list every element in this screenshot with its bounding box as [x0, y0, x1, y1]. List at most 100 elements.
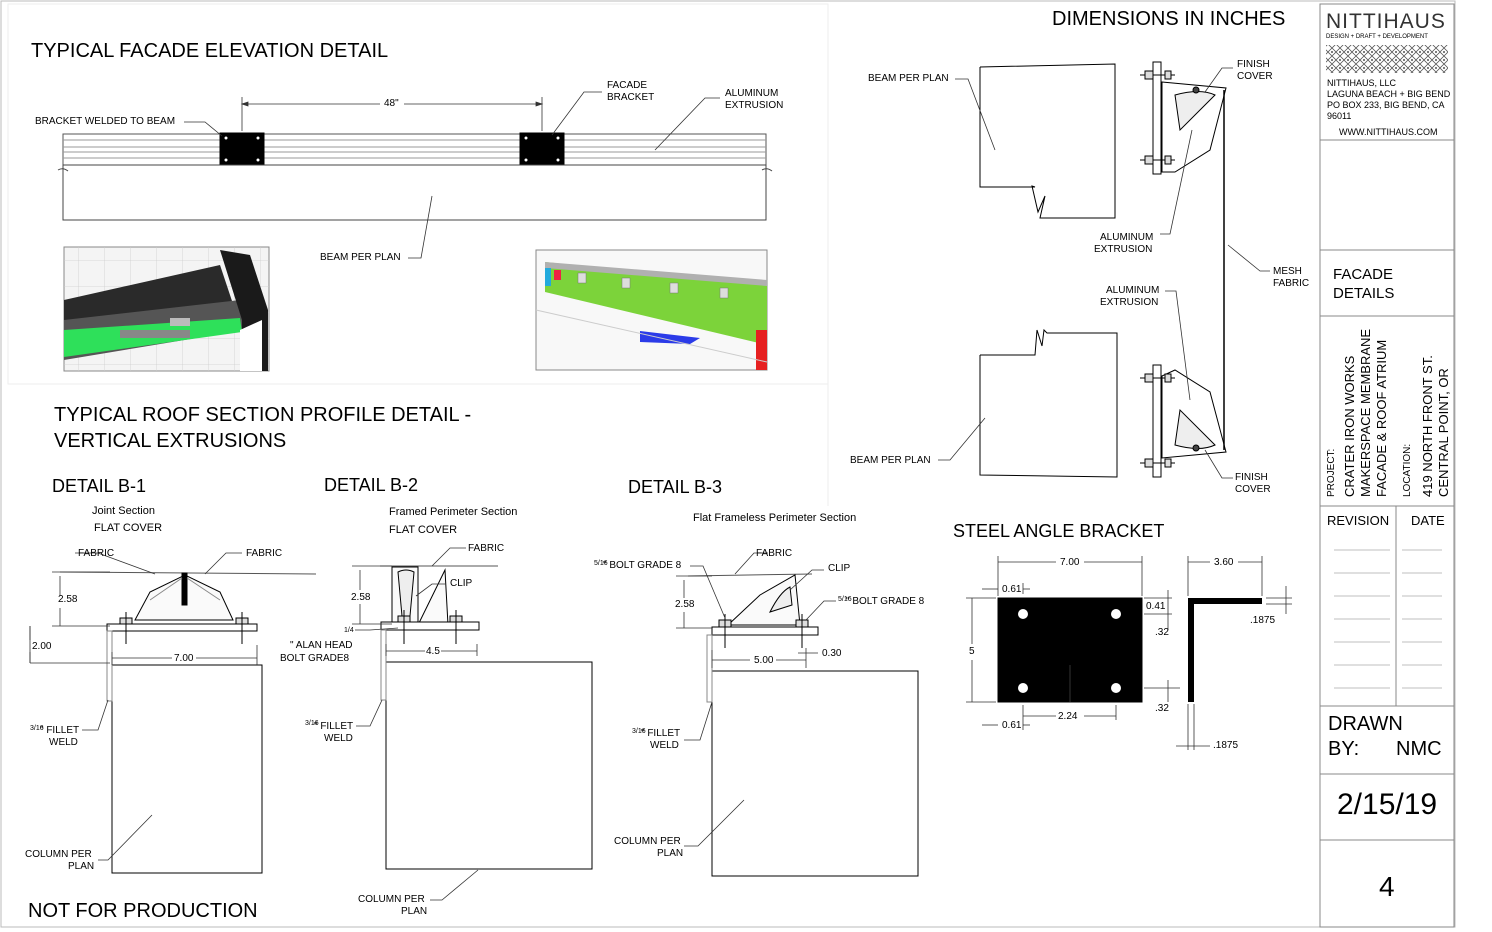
b3-column-2: PLAN: [657, 848, 684, 859]
heading-roof-section-1: TYPICAL ROOF SECTION PROFILE DETAIL -: [54, 404, 472, 426]
b2-dim-258: 2.58: [351, 592, 371, 603]
b3-dim-258: 2.58: [675, 599, 695, 610]
project-label: PROJECT:: [1326, 448, 1337, 497]
b3-weld-2: WELD: [650, 740, 679, 751]
company-website: WWW.NITTIHAUS.COM: [1339, 127, 1438, 137]
section-beam-top: [979, 63, 1116, 219]
label-finish-cover-top-1: FINISH: [1237, 59, 1270, 70]
bracket-dim-1875-bottom: .1875: [1213, 740, 1239, 751]
b3-weld-1: " FILLET: [641, 728, 681, 739]
title-block-frame: [1319, 3, 1455, 928]
section-plates: [1152, 61, 1227, 478]
drawing-date: 2/15/19: [1337, 788, 1438, 821]
bracket-dim-041: 0.41: [1146, 601, 1166, 612]
b3-column-1: COLUMN PER: [614, 836, 681, 847]
b3-dims: [676, 552, 836, 847]
bracket-dim-032-top: .32: [1155, 627, 1169, 638]
render-right: [535, 249, 768, 371]
b2-weld-2: WELD: [324, 733, 353, 744]
sheet-title-1: FACADE: [1333, 266, 1394, 283]
bracket-dim-032-bottom: .32: [1155, 703, 1169, 714]
b3-bolt-right: " BOLT GRADE 8: [846, 596, 925, 607]
sheet-title-2: DETAILS: [1333, 285, 1395, 302]
company-address-1: LAGUNA BEACH + BIG BEND: [1327, 89, 1451, 99]
label-finish-cover-top-2: COVER: [1237, 71, 1273, 82]
section-leaders: [938, 67, 1270, 479]
label-facade-bracket-1: FACADE: [607, 80, 648, 91]
label-beam-per-plan: BEAM PER PLAN: [320, 252, 401, 263]
heading-detail-b1: DETAIL B-1: [52, 476, 147, 496]
label-mesh-1: MESH: [1273, 266, 1302, 277]
heading-facade-elevation: TYPICAL FACADE ELEVATION DETAIL: [31, 40, 389, 62]
bracket-dims: [966, 556, 1292, 750]
b2-weld-fraction: 3/16: [305, 720, 319, 727]
location-line-1: 419 NORTH FRONT ST.: [1420, 355, 1435, 497]
b3-dim-030: 0.30: [822, 648, 842, 659]
b2-bolt-1: " ALAN HEAD: [290, 640, 353, 651]
b1-column-2: PLAN: [68, 861, 95, 872]
b1-label-fabric-left: FABRIC: [78, 548, 115, 559]
location-label: LOCATION:: [1402, 443, 1413, 497]
heading-dimensions: DIMENSIONS IN INCHES: [1052, 8, 1286, 30]
b1-dims: [29, 552, 258, 861]
b1-label-fabric-right: FABRIC: [246, 548, 283, 559]
label-facade-bracket-2: BRACKET: [607, 92, 655, 103]
bracket-holes: [1018, 609, 1121, 693]
b3-label-clip: CLIP: [828, 563, 851, 574]
label-finish-cover-bottom-1: FINISH: [1235, 472, 1268, 483]
not-for-production-label: NOT FOR PRODUCTION: [28, 900, 258, 922]
logo-pattern: [1326, 45, 1448, 73]
bracket-dim-5: 5: [969, 646, 975, 657]
b1-dim-258: 2.58: [58, 594, 78, 605]
project-line-2: MAKERSPACE MEMBRANE: [1358, 328, 1373, 497]
b1-weld-2: WELD: [49, 737, 78, 748]
label-bracket-welded: BRACKET WELDED TO BEAM: [35, 116, 176, 127]
b2-bolt-fraction: 1/4: [344, 627, 354, 634]
b1-geometry: [59, 571, 317, 874]
b2-column-1: COLUMN PER: [358, 894, 425, 905]
label-alum-ext-b-1: ALUMINUM: [1106, 285, 1160, 296]
heading-roof-section-2: VERTICAL EXTRUSIONS: [54, 430, 287, 452]
b2-label-clip: CLIP: [450, 578, 473, 589]
b2-subtitle-1: Framed Perimeter Section: [389, 506, 518, 518]
date-header: DATE: [1411, 513, 1445, 528]
label-aluminum-1: ALUMINUM: [725, 88, 779, 99]
b2-bolt-2: BOLT GRADE8: [280, 653, 350, 664]
dim-48-label: 48": [384, 98, 399, 109]
company-logo: NITTIHAUS: [1326, 10, 1446, 33]
b1-subtitle-2: FLAT COVER: [94, 522, 163, 534]
bracket-profile: [1188, 598, 1262, 702]
b3-weld-fraction: 3/16: [632, 728, 646, 735]
label-alum-ext-a-2: EXTRUSION: [1094, 244, 1153, 255]
dim-48: [240, 97, 544, 131]
b2-geometry: [380, 565, 593, 870]
b3-label-fabric: FABRIC: [756, 548, 793, 559]
label-section-beam-bottom: BEAM PER PLAN: [850, 455, 931, 466]
b3-geometry: [687, 573, 919, 877]
bracket-dim-1875-top: .1875: [1250, 615, 1276, 626]
b1-dim-200: 2.00: [32, 641, 52, 652]
section-beam-bottom: [979, 328, 1118, 478]
b1-weld-fraction: 3/16: [30, 725, 44, 732]
drawn-by-label-2: BY:: [1328, 738, 1360, 760]
bracket-dim-700: 7.00: [1060, 557, 1080, 568]
b3-bolt-left-fraction: 5/16: [594, 560, 608, 567]
heading-steel-angle-bracket: STEEL ANGLE BRACKET: [953, 521, 1165, 541]
company-address-3: 96011: [1327, 111, 1352, 121]
project-line-3: FACADE & ROOF ATRIUM: [1374, 339, 1389, 497]
location-line-2: CENTRAL POINT, OR: [1436, 368, 1451, 497]
render-left: [63, 246, 270, 372]
elevation-beam: [57, 133, 773, 221]
bracket-dim-224: 2.24: [1058, 711, 1078, 722]
label-mesh-2: FABRIC: [1273, 278, 1310, 289]
b3-dim-500: 5.00: [754, 655, 774, 666]
b1-weld-1: " FILLET: [40, 725, 80, 736]
b2-label-fabric: FABRIC: [468, 543, 505, 554]
drawn-by-initials: NMC: [1396, 738, 1442, 760]
b1-subtitle-1: Joint Section: [92, 505, 155, 517]
section-bolts: [1140, 70, 1200, 468]
b2-subtitle-2: FLAT COVER: [389, 524, 458, 536]
company-address-2: PO BOX 233, BIG BEND, CA: [1327, 100, 1445, 110]
